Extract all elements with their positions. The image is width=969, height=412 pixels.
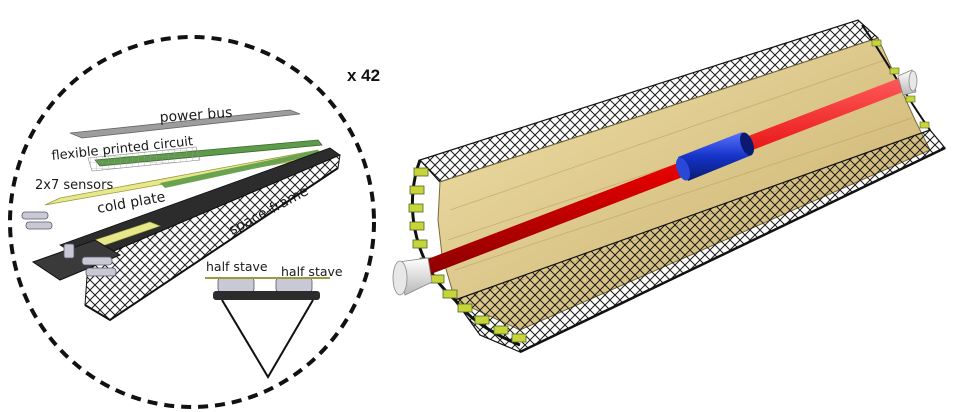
half-stave-cross-section [205,277,330,379]
stave-triangle-frame [221,299,314,379]
multiplier-label: x 42 [347,66,380,85]
power-bus-layer [69,109,301,139]
label-power-bus: power bus [159,105,233,126]
sensors-layer [87,146,201,172]
space-frame-edge [84,167,339,322]
exploded-stave-view [8,35,376,409]
label-half-stave-right: half stave [281,264,343,279]
cooling-connectors [21,211,117,277]
cold-plate-green-strip [160,150,322,188]
label-half-stave-left: half stave [206,259,268,274]
beam-pipe [420,77,908,276]
half-stave-block-right [275,277,313,293]
label-sensors: 2x7 sensors [35,178,113,193]
stave-cross-section-base [213,291,320,300]
dashed-circle [8,35,376,409]
interaction-region [676,132,754,181]
barrel-assembly [392,19,946,354]
half-stave-block-left [217,277,255,293]
